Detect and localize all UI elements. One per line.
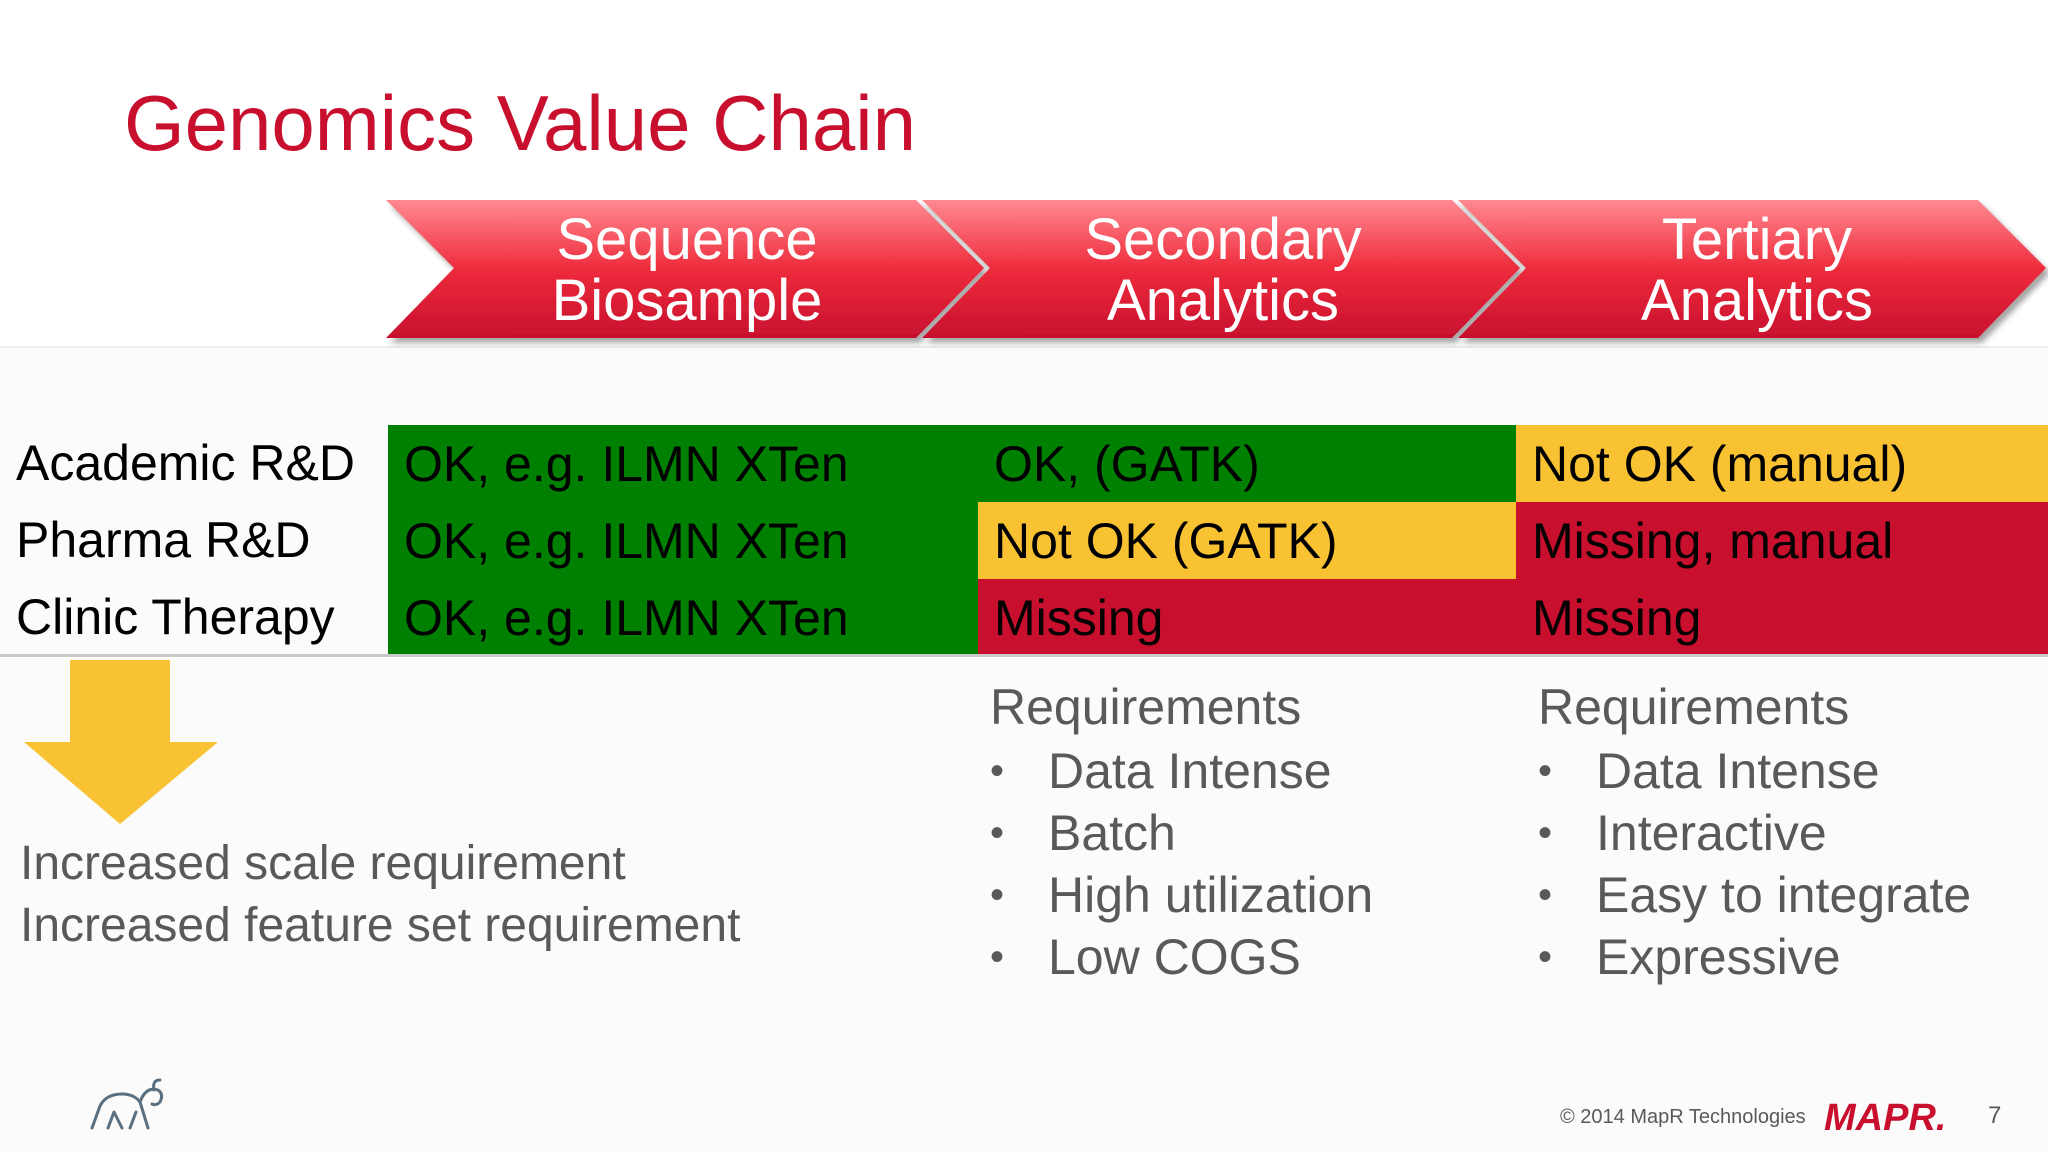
cell-academic-secondary: OK, (GATK) [978, 425, 1516, 502]
list-item: •Data Intense [1538, 740, 1971, 802]
stage-line1: Sequence [556, 207, 818, 272]
stage-line2: Analytics [1106, 268, 1340, 333]
chevron-secondary [922, 200, 1520, 338]
chevron-tertiary [1458, 200, 2046, 338]
footer-copyright: © 2014 MapR Technologies [1560, 1106, 1806, 1128]
slide-title: Genomics Value Chain [124, 79, 916, 167]
list-item: •Batch [990, 802, 1373, 864]
cell-pharma-sequence: OK, e.g. ILMN XTen [388, 502, 978, 579]
grid-bottom-border [0, 654, 2048, 657]
requirements-list-secondary: •Data Intense •Batch •High utilization •… [990, 740, 1373, 988]
list-item: •Easy to integrate [1538, 864, 1971, 926]
bullet-icon: • [1538, 749, 1553, 793]
stage-label-secondary: Secondary Analytics [1008, 200, 1438, 340]
requirements-list-tertiary: •Data Intense •Interactive •Easy to inte… [1538, 740, 1971, 988]
bullet-icon: • [990, 873, 1005, 917]
bullet-icon: • [1538, 873, 1553, 917]
list-item: •Expressive [1538, 926, 1971, 988]
cell-academic-sequence: OK, e.g. ILMN XTen [388, 425, 978, 502]
cell-clinic-sequence: OK, e.g. ILMN XTen [388, 579, 978, 656]
note-feature-set: Increased feature set requirement [20, 899, 741, 952]
stage-line2: Biosample [551, 268, 823, 333]
chevron-sequence [386, 200, 984, 338]
bullet-icon: • [990, 811, 1005, 855]
stage-label-sequence: Sequence Biosample [472, 200, 902, 340]
down-arrow-icon [24, 660, 218, 824]
stage-line1: Secondary [1084, 207, 1362, 272]
list-item: •High utilization [990, 864, 1373, 926]
cell-pharma-secondary: Not OK (GATK) [978, 502, 1516, 579]
row-label-academic: Academic R&D [16, 435, 355, 491]
mapr-logo: MAPR. [1824, 1097, 1946, 1136]
cell-pharma-tertiary: Missing, manual [1516, 502, 2048, 579]
stage-line1: Tertiary [1661, 207, 1853, 272]
note-scale: Increased scale requirement [20, 837, 626, 890]
elephant-logo-icon [90, 1078, 164, 1130]
list-item: •Interactive [1538, 802, 1971, 864]
cell-clinic-secondary: Missing [978, 579, 1516, 656]
list-item: •Low COGS [990, 926, 1373, 988]
requirements-title-secondary: Requirements [990, 679, 1302, 735]
cell-academic-tertiary: Not OK (manual) [1516, 425, 2048, 502]
bullet-icon: • [990, 935, 1005, 979]
mapr-logo-text: MAPR. [1824, 1097, 1946, 1136]
stage-line2: Analytics [1640, 268, 1874, 333]
page-number: 7 [1988, 1102, 2002, 1129]
stage-label-tertiary: Tertiary Analytics [1542, 200, 1972, 340]
bullet-icon: • [1538, 811, 1553, 855]
cell-clinic-tertiary: Missing [1516, 579, 2048, 656]
list-item: •Data Intense [990, 740, 1373, 802]
requirements-title-tertiary: Requirements [1538, 679, 1850, 735]
row-label-pharma: Pharma R&D [16, 512, 311, 568]
bullet-icon: • [1538, 935, 1553, 979]
header-separator [0, 346, 2048, 348]
value-chain-chevrons [386, 200, 2046, 338]
row-label-clinic: Clinic Therapy [16, 589, 335, 645]
bullet-icon: • [990, 749, 1005, 793]
